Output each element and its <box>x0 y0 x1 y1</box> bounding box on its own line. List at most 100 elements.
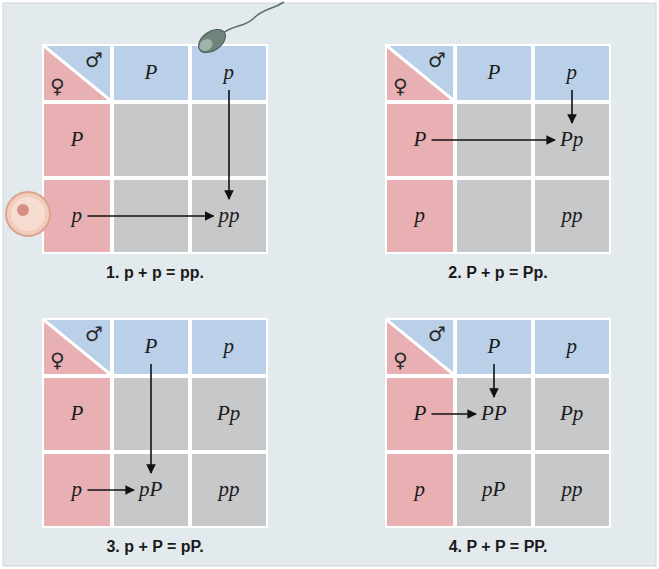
male-triangle <box>44 46 110 100</box>
corner-diagonal <box>44 46 110 100</box>
male-header-cell <box>535 320 609 374</box>
female-allele: p <box>411 200 430 232</box>
genotype-text: pp <box>219 204 240 227</box>
sperm-head <box>194 25 229 58</box>
female-symbol: ♀ <box>50 350 65 370</box>
genotype-text: p <box>224 61 235 84</box>
female-symbol: ♀ <box>393 76 408 96</box>
genotype-text: Pp <box>217 402 240 425</box>
caption: 4. P + P = PP. <box>449 538 548 555</box>
offspring-cell <box>192 378 266 450</box>
genotype-text: pP <box>139 478 162 501</box>
genotype-text: P <box>488 335 501 358</box>
caption-row: 3. p + P = pP. <box>42 538 268 556</box>
genotype-text: p <box>72 204 83 227</box>
sperm-acrosome <box>197 36 215 53</box>
male-symbol: ♂ <box>85 50 103 70</box>
genotype-text: Pp <box>560 402 583 425</box>
female-header-cell <box>387 180 453 252</box>
square-outline <box>42 318 268 528</box>
figure-panel <box>3 3 656 566</box>
corner-cell: ♂♀ <box>387 46 453 100</box>
male-symbol: ♂ <box>85 324 103 344</box>
inheritance-arrow <box>432 413 477 415</box>
genotype-text: pP <box>482 478 505 501</box>
egg-cytoplasm <box>11 197 45 231</box>
sperm-tail <box>222 2 284 34</box>
square-outline <box>42 44 268 254</box>
egg-illustration <box>6 192 50 236</box>
offspring-genotype: pp <box>558 200 587 232</box>
female-allele: p <box>68 474 87 506</box>
female-triangle <box>44 320 110 374</box>
male-allele: P <box>141 331 162 363</box>
male-allele: p <box>563 331 582 363</box>
genotype-text: P <box>71 128 84 151</box>
offspring-cell <box>535 180 609 252</box>
female-allele: p <box>68 200 87 232</box>
male-header-cell <box>457 46 531 100</box>
offspring-genotype: Pp <box>213 398 245 430</box>
punnett-square: 2. P + p = Pp.♂♀PpPPpppp <box>385 44 611 290</box>
sperm-illustration <box>194 2 284 57</box>
female-symbol: ♀ <box>50 76 65 96</box>
male-triangle <box>44 320 110 374</box>
inheritance-arrow <box>150 364 152 473</box>
square-outline <box>385 44 611 254</box>
male-header-cell <box>192 320 266 374</box>
male-allele: P <box>484 57 505 89</box>
offspring-genotype: Pp <box>556 124 588 156</box>
female-allele: P <box>67 398 88 430</box>
genotype-text: P <box>414 402 427 425</box>
offspring-cell <box>192 454 266 526</box>
corner-diagonal <box>387 320 453 374</box>
caption-row: 2. P + p = Pp. <box>385 264 611 282</box>
inheritance-arrow <box>88 489 135 491</box>
male-allele: p <box>220 331 239 363</box>
male-allele: P <box>141 57 162 89</box>
caption-row: 1. p + p = pp. <box>42 264 268 282</box>
genotype-text: P <box>71 402 84 425</box>
offspring-genotype: pp <box>215 474 244 506</box>
male-triangle <box>387 46 453 100</box>
caption: 1. p + p = pp. <box>106 264 204 281</box>
female-triangle <box>44 46 110 100</box>
corner-diagonal <box>44 320 110 374</box>
offspring-genotype: pp <box>215 200 244 232</box>
corner-cell: ♂♀ <box>44 320 110 374</box>
genotype-text: PP <box>481 402 507 425</box>
female-triangle <box>387 320 453 374</box>
female-header-cell <box>387 454 453 526</box>
male-triangle <box>387 320 453 374</box>
female-header-cell <box>44 104 110 176</box>
punnett-square: 3. p + P = pP.♂♀PpPPpppPpp <box>42 318 268 564</box>
offspring-genotype: pP <box>478 474 510 506</box>
offspring-genotype: pP <box>135 474 167 506</box>
male-allele: p <box>563 57 582 89</box>
genotype-text: p <box>567 335 578 358</box>
female-header-cell <box>44 378 110 450</box>
inheritance-arrow <box>493 364 495 397</box>
egg-membrane <box>6 192 50 236</box>
offspring-cell <box>457 454 531 526</box>
genotype-text: pp <box>562 204 583 227</box>
corner-cell: ♂♀ <box>44 46 110 100</box>
male-allele: P <box>484 331 505 363</box>
genotype-text: p <box>72 478 83 501</box>
genotype-text: p <box>415 478 426 501</box>
genotype-text: P <box>145 61 158 84</box>
inheritance-arrow <box>88 215 214 217</box>
female-allele: P <box>410 398 431 430</box>
egg-nucleus <box>17 204 29 216</box>
genotype-text: p <box>415 204 426 227</box>
caption: 2. P + p = Pp. <box>448 264 547 281</box>
grid-cells <box>42 44 611 528</box>
offspring-genotype: pp <box>558 474 587 506</box>
genotype-text: pp <box>562 478 583 501</box>
genotype-text: pp <box>219 478 240 501</box>
punnett-square: 4. P + P = PP.♂♀PpPPPPpppPpp <box>385 318 611 564</box>
offspring-cell <box>114 104 188 176</box>
offspring-cell <box>457 180 531 252</box>
offspring-cell <box>535 378 609 450</box>
